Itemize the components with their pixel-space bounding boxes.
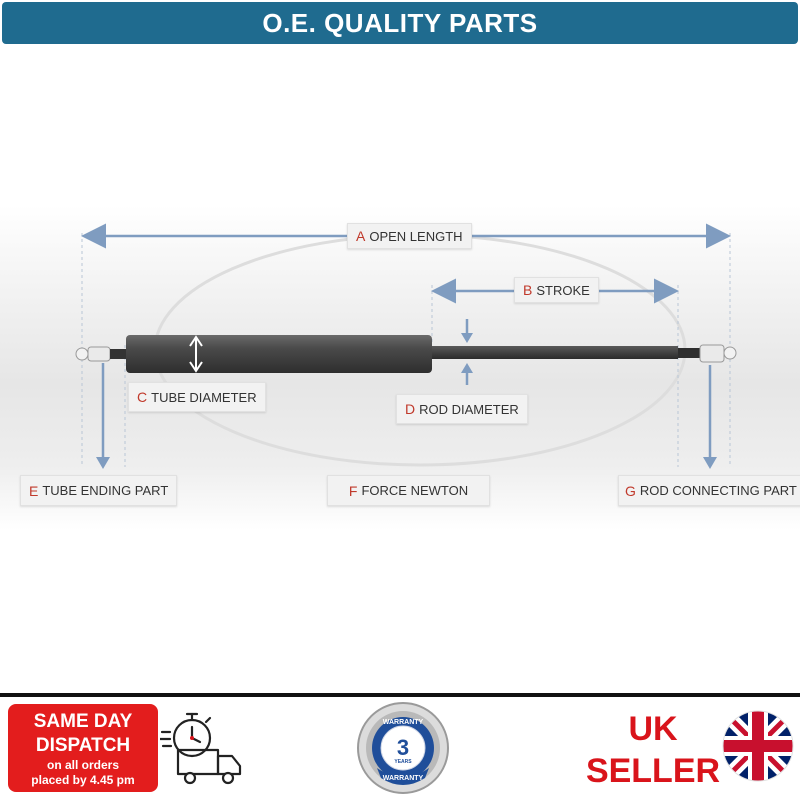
uk-flag-icon [722,710,794,782]
gas-strut-diagram: A OPEN LENGTH B STROKE C TUBE DIAMETER D… [0,205,800,530]
strut-rod [432,346,678,359]
label-rod-connecting-part: G ROD CONNECTING PART [618,475,800,506]
footer-divider [0,693,800,697]
top-banner: O.E. QUALITY PARTS [2,2,798,44]
label-tube-ending-part: E TUBE ENDING PART [20,475,178,506]
label-open-length: A OPEN LENGTH [347,223,472,249]
banner-title: O.E. QUALITY PARTS [262,7,538,38]
warranty-top-text: WARRANTY [383,719,424,726]
stopwatch-icon [160,712,212,758]
warranty-badge-icon: WARRANTY 3 YEARS WARRANTY [357,702,449,794]
delivery-truck-icon [176,748,242,785]
gas-strut [75,335,737,373]
label-rod-diameter: D ROD DIAMETER [396,394,528,424]
rod-connecting-arrow [703,365,717,469]
strut-tube [126,335,432,373]
warranty-years: 3 [397,735,409,760]
label-stroke: B STROKE [514,277,599,303]
same-day-dispatch-badge: SAME DAY DISPATCH on all orders placed b… [8,704,158,792]
label-force-newton: F FORCE NEWTON [327,475,490,506]
tube-ending-arrow [96,363,110,469]
label-tube-diameter: C TUBE DIAMETER [128,382,266,412]
warranty-years-label: YEARS [394,759,412,765]
rod-diameter-arrows [461,319,473,385]
warranty-bottom-text: WARRANTY [383,775,424,782]
uk-seller-text: UK SELLER [585,710,721,790]
